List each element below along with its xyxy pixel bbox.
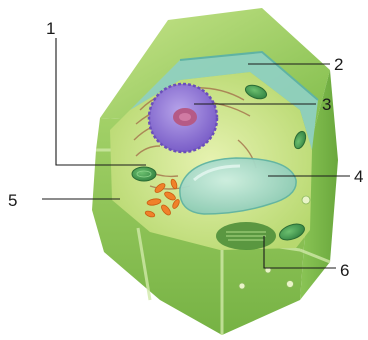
label-1: 1 <box>46 19 55 38</box>
chloroplast <box>132 167 156 181</box>
label-2: 2 <box>334 55 343 74</box>
nucleolus-highlight <box>179 113 191 121</box>
grana-stack <box>216 222 276 250</box>
label-4: 4 <box>354 167 363 186</box>
label-6: 6 <box>340 261 349 280</box>
label-3: 3 <box>322 95 331 114</box>
nucleus <box>149 84 217 152</box>
label-5: 5 <box>8 191 17 210</box>
